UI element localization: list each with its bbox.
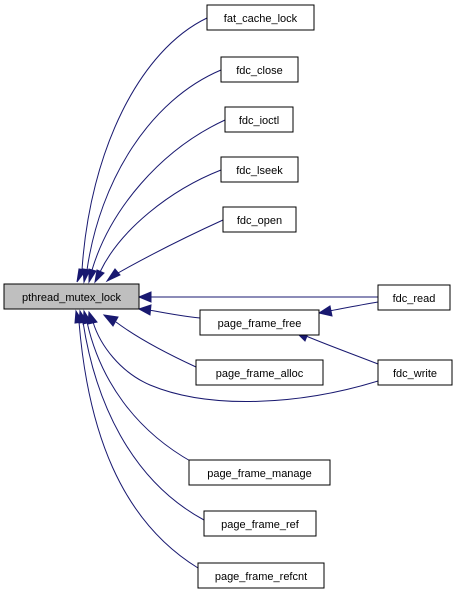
arrowheads [74, 268, 333, 342]
arrowhead-fdc-lseek [94, 269, 105, 284]
node-label: fdc_close [236, 65, 282, 77]
node-fdc-open[interactable]: fdc_open [222, 206, 297, 233]
arrowhead-fdc-close [82, 268, 91, 284]
edge-fdc-lseek [99, 169, 222, 273]
node-label: page_frame_free [218, 318, 302, 330]
node-page-frame-ref[interactable]: page_frame_ref [203, 510, 317, 537]
node-label: fdc_lseek [236, 165, 283, 177]
node-fdc-write[interactable]: fdc_write [377, 359, 453, 386]
edge-fdc-open [117, 219, 224, 274]
arrowhead-page-frame-refcnt-root [74, 309, 84, 324]
edge-page-frame-manage-root [86, 321, 193, 463]
edge-page-frame-ref-root [82, 321, 205, 521]
node-label: fdc_read [393, 293, 436, 305]
node-label: page_frame_alloc [216, 368, 304, 380]
node-label: fdc_open [237, 215, 282, 227]
arrowhead-page-frame-free-root [137, 304, 152, 316]
edge-fdc-close [86, 69, 222, 271]
node-fat-cache-lock[interactable]: fat_cache_lock [206, 4, 315, 31]
edge-fdc-write-root [92, 321, 379, 403]
node-fdc-read[interactable]: fdc_read [377, 284, 451, 311]
edge-page-frame-alloc-root [115, 321, 197, 368]
node-label: fat_cache_lock [224, 13, 298, 25]
node-fdc-close[interactable]: fdc_close [220, 56, 299, 83]
edge-page-frame-free-root [148, 309, 201, 319]
edge-fdc-ioctl [91, 119, 226, 271]
node-label: page_frame_manage [207, 468, 312, 480]
node-label: page_frame_ref [221, 519, 300, 531]
edges [78, 17, 379, 569]
edge-page-frame-refcnt-root [78, 321, 199, 569]
node-fdc-lseek[interactable]: fdc_lseek [220, 156, 299, 183]
node-root[interactable]: pthread_mutex_lock [3, 283, 140, 310]
node-label: fdc_write [393, 368, 437, 380]
node-fdc-ioctl[interactable]: fdc_ioctl [224, 106, 294, 133]
edge-fat-cache-lock [81, 17, 208, 271]
node-page-frame-refcnt[interactable]: page_frame_refcnt [197, 562, 325, 589]
nodes: pthread_mutex_lock fat_cache_lock fdc_cl… [3, 4, 453, 589]
edge-fdc-write-page-frame-free [305, 335, 379, 365]
arrowhead-page-frame-alloc-root [102, 314, 119, 327]
edge-fdc-read-page-frame-free [328, 301, 379, 312]
node-label: page_frame_refcnt [215, 571, 307, 583]
arrowhead-fdc-open [105, 268, 121, 283]
arrowhead-fdc-read-page-frame-free [317, 305, 333, 317]
node-page-frame-free[interactable]: page_frame_free [199, 309, 320, 336]
node-label: fdc_ioctl [239, 115, 279, 127]
node-label: pthread_mutex_lock [22, 292, 122, 304]
node-page-frame-manage[interactable]: page_frame_manage [188, 459, 331, 486]
arrowhead-fdc-read-root [137, 291, 152, 303]
arrowhead-fdc-ioctl [88, 268, 97, 284]
node-page-frame-alloc[interactable]: page_frame_alloc [195, 359, 324, 386]
